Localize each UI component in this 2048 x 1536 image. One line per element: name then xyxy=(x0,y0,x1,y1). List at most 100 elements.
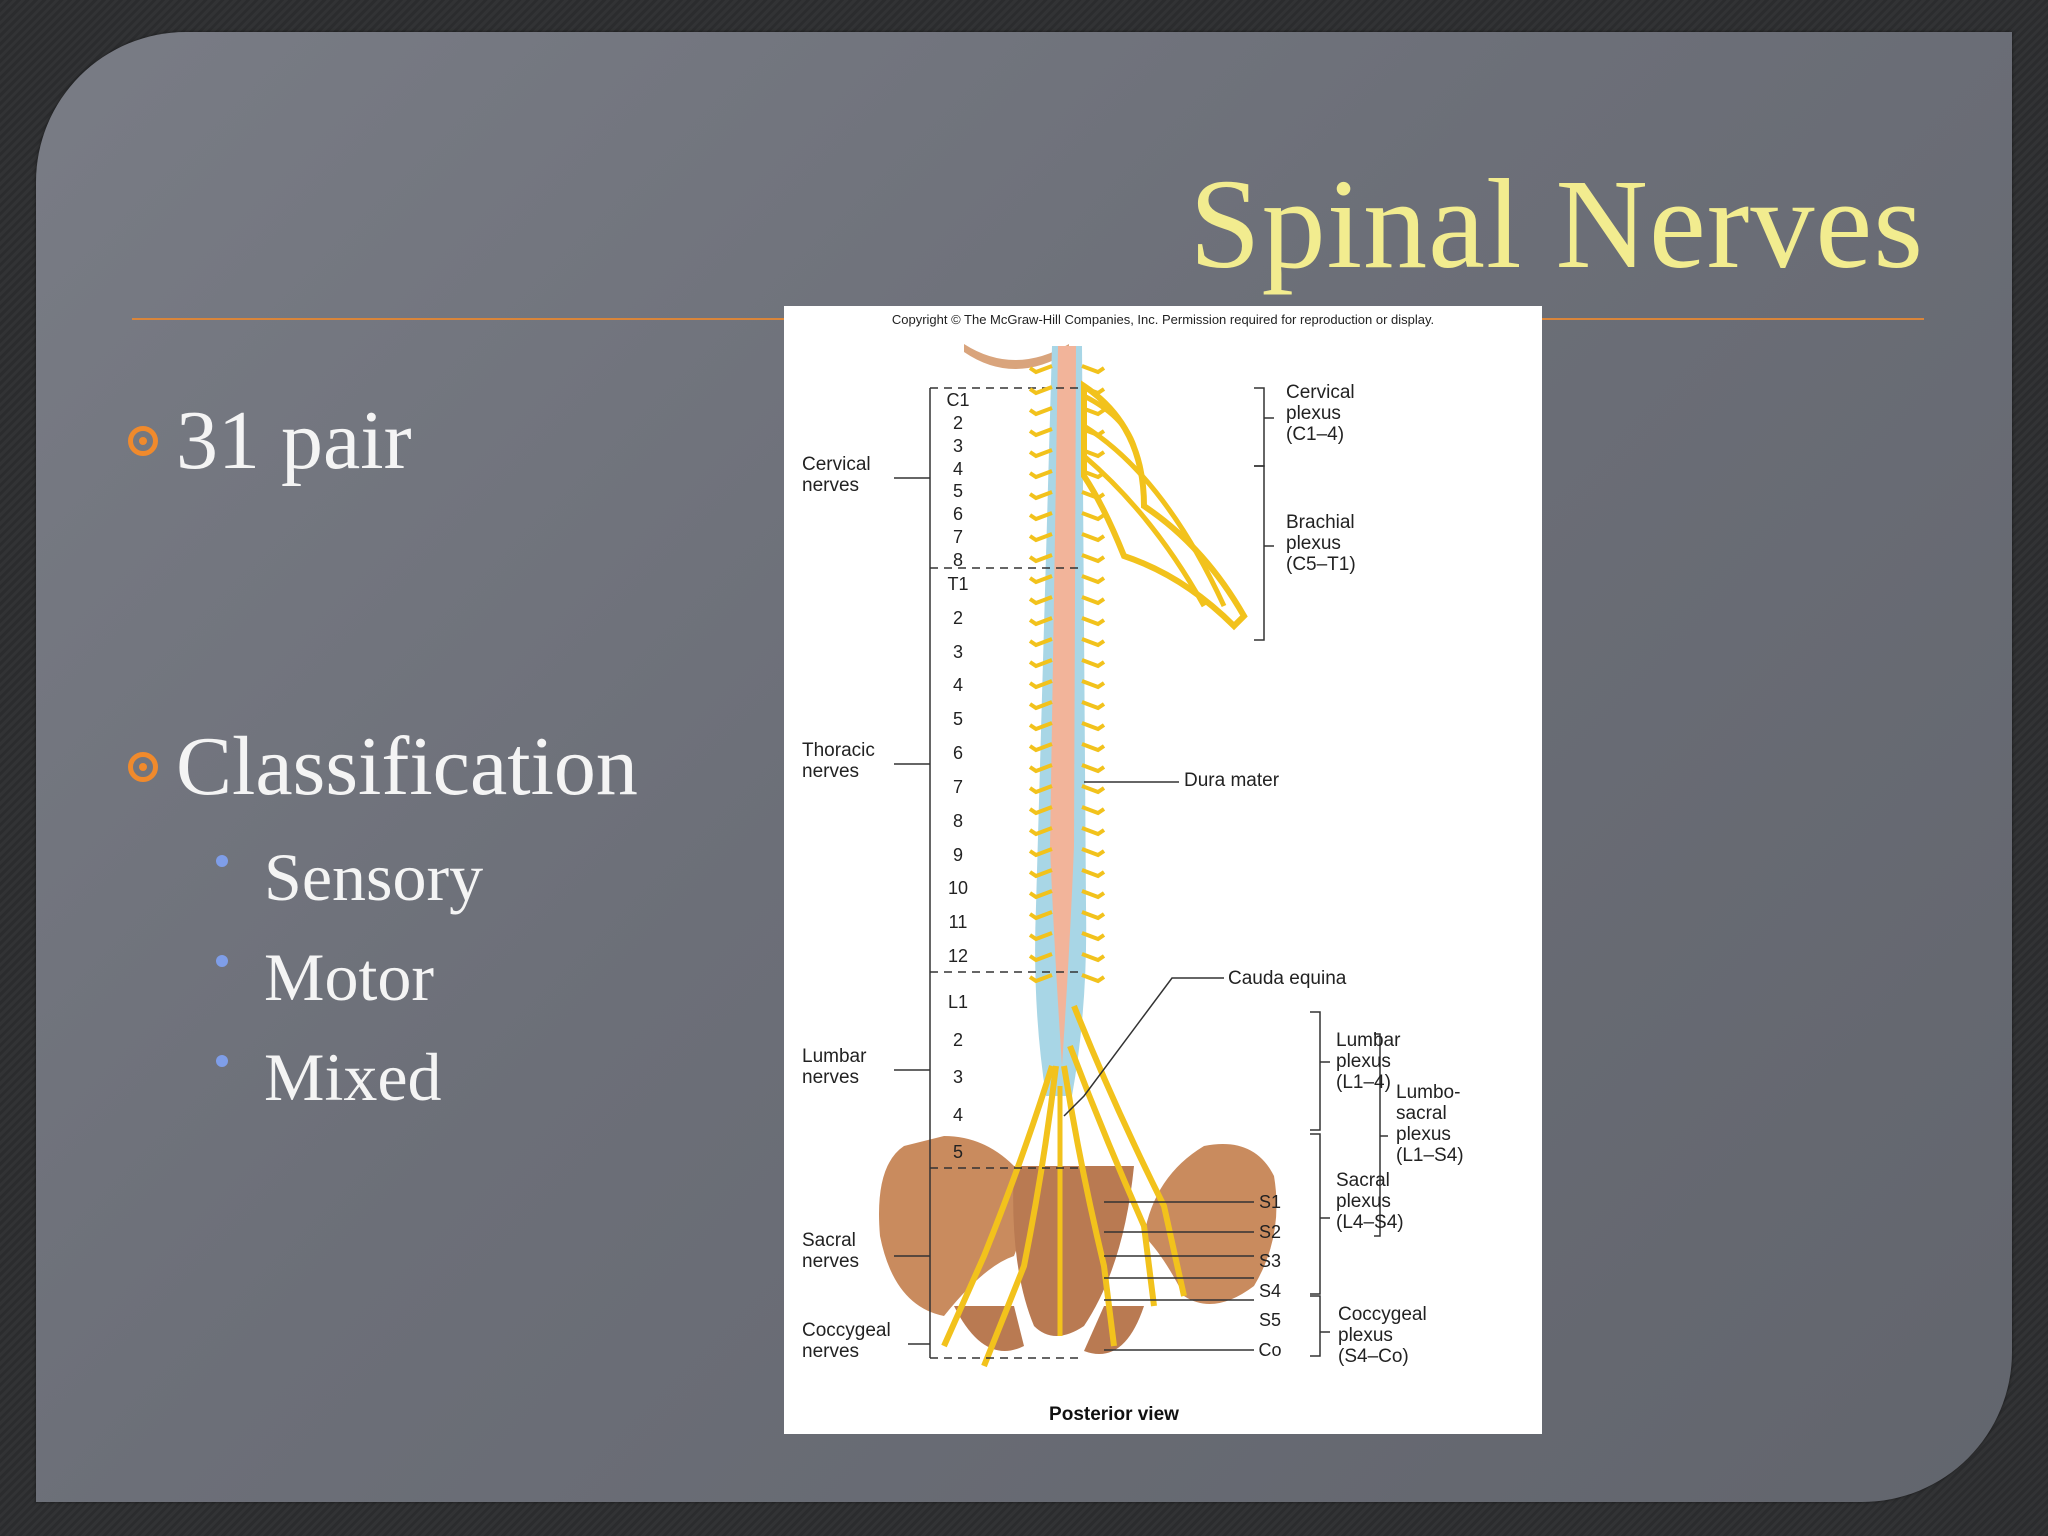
level-label-thoracic: 8 xyxy=(952,811,963,831)
spinal-nerves-figure: Copyright © The McGraw-Hill Companies, I… xyxy=(784,306,1542,1434)
level-label-thoracic: 6 xyxy=(952,743,963,763)
label-cauda-equina: Cauda equina xyxy=(1228,968,1347,989)
nerve-rootlet xyxy=(1081,406,1106,417)
label-cervical-plexus: Cervical plexus (C1–4) xyxy=(1286,382,1355,445)
sub-bullet-motor: Motor xyxy=(216,938,434,1017)
level-label-thoracic: 7 xyxy=(952,777,963,797)
nerve-rootlet xyxy=(1028,637,1053,648)
figure-caption: Posterior view xyxy=(1049,1404,1179,1425)
level-label-sacral_right: Co xyxy=(1258,1340,1282,1360)
right-brackets xyxy=(1063,387,1388,1357)
level-label-thoracic: 12 xyxy=(947,946,969,966)
nerve-rootlet xyxy=(1081,763,1106,774)
level-label-sacral_right: S5 xyxy=(1258,1310,1282,1330)
lumbar-nerve xyxy=(1071,1004,1187,1297)
level-label-thoracic: 4 xyxy=(952,675,963,695)
sub-bullet-text: Mixed xyxy=(264,1039,442,1115)
sacral-nerve xyxy=(981,1065,1059,1368)
sub-bullet-sensory: Sensory xyxy=(216,838,483,917)
level-label-cervical: 8 xyxy=(952,550,963,570)
nerve-rootlet xyxy=(1028,868,1053,879)
nerve-rootlet xyxy=(1028,889,1053,900)
nerve-rootlet xyxy=(1081,700,1106,711)
nerve-rootlet xyxy=(1028,931,1053,942)
nerve-rootlet xyxy=(1028,406,1053,417)
nerve-rootlet xyxy=(1028,511,1053,522)
level-label-cervical: 7 xyxy=(952,527,963,547)
lumbar-nerve xyxy=(1067,1044,1157,1307)
left-ilium-shape xyxy=(879,1136,1024,1316)
label-sacral-plexus: Sacral plexus (L4–S4) xyxy=(1336,1170,1404,1233)
label-coccygeal-nerves: Coccygeal nerves xyxy=(802,1320,891,1362)
level-label-cervical: 4 xyxy=(952,459,963,479)
nerve-rootlet xyxy=(1081,847,1106,858)
sacral-nerve xyxy=(1061,1065,1117,1347)
nerve-rootlet xyxy=(1028,679,1053,690)
level-label-thoracic: T1 xyxy=(947,574,969,594)
sub-bullet-dot-icon xyxy=(216,1054,228,1067)
nerve-rootlet xyxy=(1028,595,1053,606)
label-coccygeal-plexus: Coccygeal plexus (S4–Co) xyxy=(1338,1304,1427,1367)
level-label-sacral_right: S2 xyxy=(1258,1222,1282,1242)
nerve-rootlet xyxy=(1028,469,1053,480)
slide-title: Spinal Nerves xyxy=(1189,153,1924,295)
nerve-rootlet xyxy=(1081,658,1106,669)
nerve-rootlet xyxy=(1081,490,1106,501)
plexus-nerves-right xyxy=(1081,380,1248,631)
ischium-left-shape xyxy=(954,1306,1024,1351)
nerve-rootlet xyxy=(1081,511,1106,522)
nerve-rootlet xyxy=(1081,805,1106,816)
nerve-rootlet xyxy=(1081,742,1106,753)
sub-bullet-mixed: Mixed xyxy=(216,1038,442,1117)
sub-bullet-dot-icon xyxy=(216,854,228,867)
nerve-rootlet xyxy=(1028,553,1053,564)
level-label-cervical: 2 xyxy=(952,413,963,433)
figure-copyright: Copyright © The McGraw-Hill Companies, I… xyxy=(891,312,1435,327)
nerve-rootlet xyxy=(1081,931,1106,942)
nerve-rootlet xyxy=(1081,553,1106,564)
left-brackets xyxy=(894,387,1084,1359)
level-label-sacral_right: S1 xyxy=(1258,1192,1282,1212)
nerve-rootlet xyxy=(1028,721,1053,732)
nerve-rootlet xyxy=(1081,385,1106,396)
nerve-rootlet xyxy=(1028,826,1053,837)
nerve-rootlet xyxy=(1028,700,1053,711)
level-label-sacral_right: S4 xyxy=(1258,1281,1282,1301)
spinal-cord-shape xyxy=(1050,346,1076,1066)
bullet-circle-icon xyxy=(128,751,158,782)
sacrum-shape xyxy=(1013,1166,1134,1336)
nerve-rootlet xyxy=(1028,952,1053,963)
bullet-circle-icon xyxy=(128,425,158,456)
label-lumbosacral-plexus: Lumbo- sacral plexus (L1–S4) xyxy=(1396,1082,1464,1166)
nerve-rootlet xyxy=(1028,574,1053,585)
sub-bullet-text: Motor xyxy=(264,939,434,1015)
label-brachial-plexus: Brachial plexus (C5–T1) xyxy=(1286,512,1356,575)
level-label-cervical: 6 xyxy=(952,504,963,524)
bullet-31-pair: 31 pair xyxy=(128,392,412,489)
nerve-rootlet xyxy=(1081,637,1106,648)
label-lumbar-plexus: Lumbar plexus (L1–4) xyxy=(1336,1030,1401,1093)
bullet-classification: Classification xyxy=(128,718,638,815)
nerve-rootlet xyxy=(1081,826,1106,837)
nerve-rootlet xyxy=(1081,448,1106,459)
nerve-rootlet xyxy=(1081,868,1106,879)
spinal-cord-illustration xyxy=(879,344,1388,1368)
level-label-thoracic: 2 xyxy=(952,608,963,628)
nerve-rootlet xyxy=(1081,889,1106,900)
nerve-rootlet xyxy=(1081,910,1106,921)
nerve-rootlet xyxy=(1081,364,1106,375)
nerve-rootlet xyxy=(1028,973,1053,984)
level-label-lumbar: 4 xyxy=(952,1105,963,1125)
nerve-rootlet xyxy=(1081,679,1106,690)
nerve-rootlet xyxy=(1081,721,1106,732)
cervical-nerve xyxy=(1082,393,1137,447)
nerve-rootlet xyxy=(1028,448,1053,459)
nerve-rootlet xyxy=(1028,742,1053,753)
nerve-rootlet xyxy=(1028,427,1053,438)
nerve-rootlet xyxy=(1028,805,1053,816)
label-sacral-nerves: Sacral nerves xyxy=(802,1230,860,1272)
nerve-rootlet xyxy=(1081,616,1106,627)
nerve-rootlet xyxy=(1081,532,1106,543)
nerve-rootlet xyxy=(1028,763,1053,774)
level-label-lumbar: L1 xyxy=(947,992,969,1012)
